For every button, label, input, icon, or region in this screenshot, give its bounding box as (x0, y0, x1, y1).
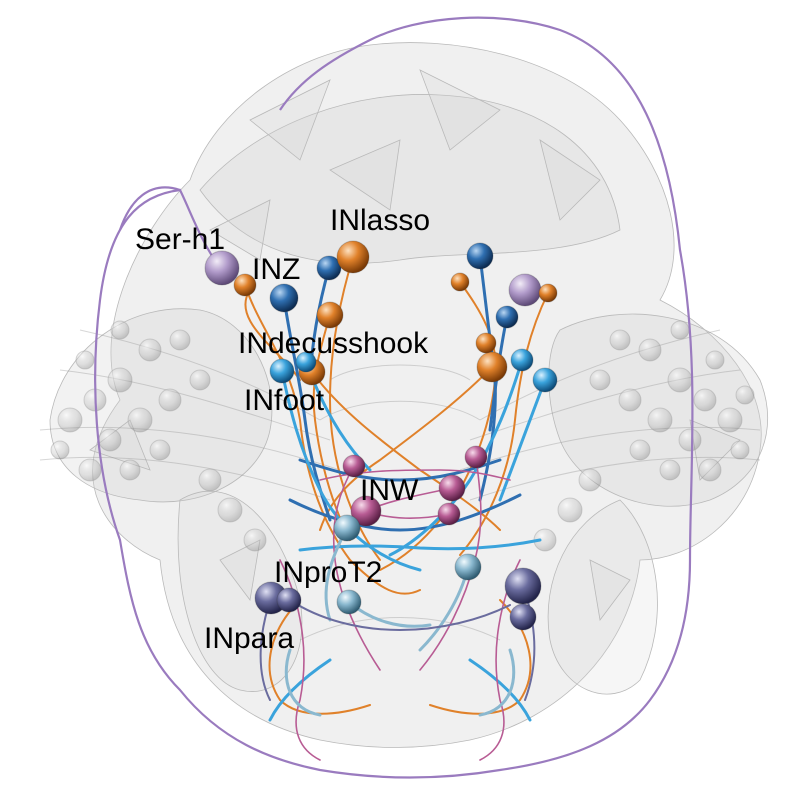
label-indecusshook: INdecusshook (238, 327, 429, 360)
inw-soma-1 (342, 454, 366, 478)
inpara-soma-2 (276, 587, 302, 613)
ser-h1-soma-left (204, 250, 240, 286)
inpara-soma-4 (509, 603, 537, 631)
label-inlasso: INlasso (330, 204, 430, 237)
infoot-soma-1 (269, 358, 295, 384)
inz-soma-2 (316, 255, 342, 281)
inw-soma-4 (350, 495, 382, 527)
inz-soma-1 (269, 283, 299, 313)
inz-soma-4 (495, 305, 519, 329)
infoot-soma-4 (532, 367, 558, 393)
inprot2-soma-3 (336, 589, 362, 615)
label-ser-h1: Ser-h1 (135, 223, 225, 256)
ser-h1-soma-right (508, 273, 542, 307)
inprot2-soma-1 (333, 514, 361, 542)
inlasso-soma-4 (538, 283, 558, 303)
inlasso-soma-2 (233, 273, 257, 297)
label-inprot2: INproT2 (274, 556, 382, 589)
infoot-soma-3 (510, 348, 534, 372)
inw-soma-2 (464, 445, 488, 469)
indecusshook-soma-1 (316, 301, 344, 329)
label-inz: INZ (252, 253, 300, 286)
infoot-soma-2 (295, 351, 317, 373)
cell-bodies (204, 240, 558, 631)
inprot2-soma-2 (454, 553, 482, 581)
label-inpara: INpara (204, 622, 294, 655)
indecusshook-soma-4 (475, 332, 497, 354)
inz-soma-3 (466, 242, 494, 270)
inw-soma-5 (437, 502, 461, 526)
label-infoot: INfoot (244, 384, 325, 417)
outer-outline-neuron (94, 16, 694, 779)
inpara-soma-3 (504, 567, 542, 605)
gray-cell-bodies (50, 320, 755, 552)
label-inw: INW (360, 474, 419, 507)
inlasso-soma-3 (450, 272, 470, 292)
inlasso-soma-1 (336, 240, 370, 274)
inw-soma-3 (438, 474, 466, 502)
indecusshook-soma-3 (476, 351, 508, 383)
neuron-labels: Ser-h1 INZ INlasso INdecusshook INfoot I… (135, 204, 430, 655)
